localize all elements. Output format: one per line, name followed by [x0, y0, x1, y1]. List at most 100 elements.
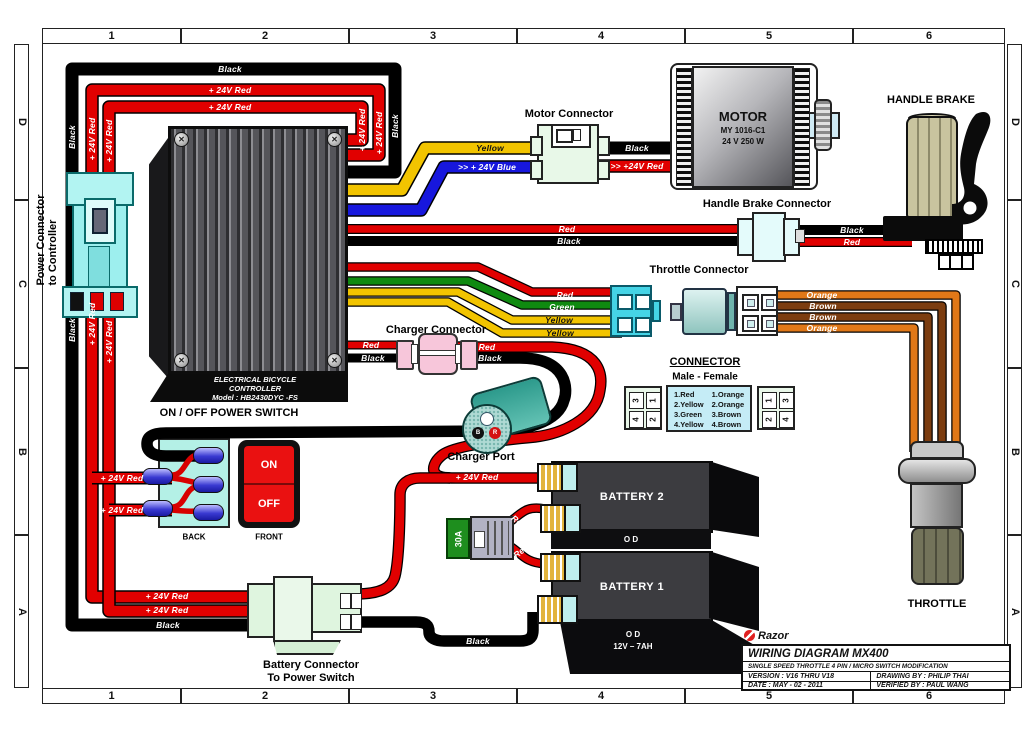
connector-table-female-pins: 1 3 2 4 — [757, 386, 795, 430]
drawing-subtitle: SINGLE SPEED THROTTLE 4 PIN / MICRO SWIT… — [748, 663, 948, 670]
grid-col: 1 — [42, 688, 181, 704]
wire-label: Orange — [806, 290, 838, 300]
razor-logo: Razor — [744, 629, 789, 642]
wire-label: + 24V Red — [145, 591, 189, 601]
power-connector — [62, 168, 138, 320]
wire-label: Red — [362, 340, 380, 350]
brake-switch-terminals — [938, 254, 974, 270]
battery-connector-label-2: To Power Switch — [267, 672, 355, 684]
wire-label: Green — [549, 302, 575, 312]
grid-col: 2 — [181, 688, 349, 704]
throttle-connector-barrel — [682, 288, 727, 335]
battery-connector-flap — [273, 640, 341, 655]
throttle-connector-tab — [652, 300, 661, 322]
connector-table-legend: 1.Red 2.Yellow 3.Green 4.Yellow 1.Orange… — [666, 385, 752, 432]
screw-icon: ✕ — [327, 353, 342, 368]
connector-table-male-pins: 3 1 4 2 — [624, 386, 662, 430]
charger-connector — [396, 333, 478, 375]
pin-map-row: 1.Red — [674, 390, 695, 399]
grid-col: 5 — [685, 28, 853, 44]
wire-label: Black — [625, 143, 649, 153]
drawing-author: DRAWING BY : PHILIP THAI — [870, 672, 1009, 681]
switch-terminal — [142, 468, 173, 485]
battery-connector-body — [273, 576, 313, 642]
razor-brand: Razor — [758, 629, 789, 642]
wire-label: + 24V Red — [208, 85, 252, 95]
wire-label: + 24V Red — [357, 108, 367, 152]
fuse-label: 30A — [452, 530, 463, 547]
wire-label: Brown — [809, 312, 837, 322]
throttle-connector-label: Throttle Connector — [649, 264, 749, 276]
wire-label: + 24V Red — [100, 505, 144, 515]
rocker-switch: ON OFF — [244, 446, 294, 522]
battery-2-label: BATTERY 2 — [599, 491, 665, 503]
throttle-connector-female — [736, 286, 778, 336]
controller-nameplate: ELECTRICAL BICYCLE CONTROLLER Model : HB… — [150, 374, 348, 402]
grid-strip-right: D C B A — [1007, 44, 1022, 688]
controller-name-line2: CONTROLLER — [228, 383, 282, 393]
wire-label: Black — [361, 353, 385, 363]
switch-terminal — [193, 476, 224, 493]
motor: MOTOR MY 1016-C1 24 V 250 W — [692, 66, 794, 188]
motor-rating: 24 V 250 W — [722, 136, 764, 146]
motor-model: MY 1016-C1 — [720, 125, 766, 135]
switch-on: ON — [244, 446, 294, 485]
screw-icon: ✕ — [327, 132, 342, 147]
throttle-barrel — [910, 483, 963, 528]
grid-col: 4 — [517, 28, 685, 44]
motor-ribs-right — [794, 68, 810, 186]
pin-map-row: 1.Orange — [711, 390, 745, 399]
wire-label: + 24V Red — [208, 102, 252, 112]
controller — [168, 126, 348, 374]
drawing-verifier: VERIFIED BY : PAUL WANG — [870, 681, 1009, 690]
switch-front-label: FRONT — [255, 532, 283, 542]
wire-label: + 24V Red — [145, 605, 189, 615]
power-connector-slot — [84, 198, 116, 244]
wire-label: Orange — [806, 323, 838, 333]
battery-1-od: O D — [625, 630, 641, 639]
power-connector-flange — [62, 286, 138, 318]
throttle-connector-male — [610, 285, 652, 337]
wire-label: Black — [156, 620, 180, 630]
controller-name-line1: ELECTRICAL BICYCLE — [213, 374, 297, 384]
throttle-grip — [911, 527, 964, 585]
motor-connector-label: Motor Connector — [524, 108, 614, 120]
battery-terminal — [540, 504, 581, 533]
wire-label: >> + 24V Blue — [457, 162, 517, 172]
charger-port-label: Charger Port — [447, 451, 515, 463]
wire-label: Brown — [809, 301, 837, 311]
battery-1-label: BATTERY 1 — [599, 581, 665, 593]
connector-table-title: CONNECTOR — [669, 356, 741, 368]
switch-off: OFF — [258, 497, 280, 510]
pin-map-row: 4.Yellow — [674, 420, 704, 429]
switch-terminal — [193, 504, 224, 521]
wire-label: + 24V Red — [87, 302, 97, 346]
wire-label: >> +24V Red — [610, 161, 664, 171]
wire-label: + 24V Red — [100, 473, 144, 483]
controller-model: Model : HB2430DYC -FS — [212, 392, 298, 402]
motor-name: MOTOR — [718, 108, 768, 124]
fuse-30a: 30A — [446, 518, 470, 559]
title-block-table: WIRING DIAGRAM MX400 SINGLE SPEED THROTT… — [741, 644, 1011, 691]
brake-clamp — [883, 216, 963, 241]
charger-port: B R — [460, 374, 554, 454]
motor-gear-icon — [814, 99, 832, 151]
handle-brake-connector-label: Handle Brake Connector — [702, 198, 832, 210]
brake-lever-icon — [952, 111, 991, 225]
handle-brake-label: HANDLE BRAKE — [887, 94, 975, 106]
switch-terminal — [193, 447, 224, 464]
wire-label: Yellow — [546, 328, 574, 338]
wire-label: Yellow — [476, 143, 504, 153]
wire-label: Black — [67, 125, 77, 149]
pin-map-row: 4.Brown — [711, 420, 742, 429]
grid-strip-bottom: 1 2 3 4 5 6 — [42, 688, 1005, 704]
wire-label: Red — [558, 224, 576, 234]
wire-label: + 24V Red — [104, 320, 114, 364]
grid-strip-left: D C B A — [14, 44, 29, 688]
battery-1-bottom: O D 12V – 7AH — [559, 619, 759, 674]
razor-logo-icon — [744, 630, 755, 641]
screw-icon: ✕ — [174, 353, 189, 368]
screw-icon: ✕ — [174, 132, 189, 147]
wire-label: Black — [466, 636, 490, 646]
